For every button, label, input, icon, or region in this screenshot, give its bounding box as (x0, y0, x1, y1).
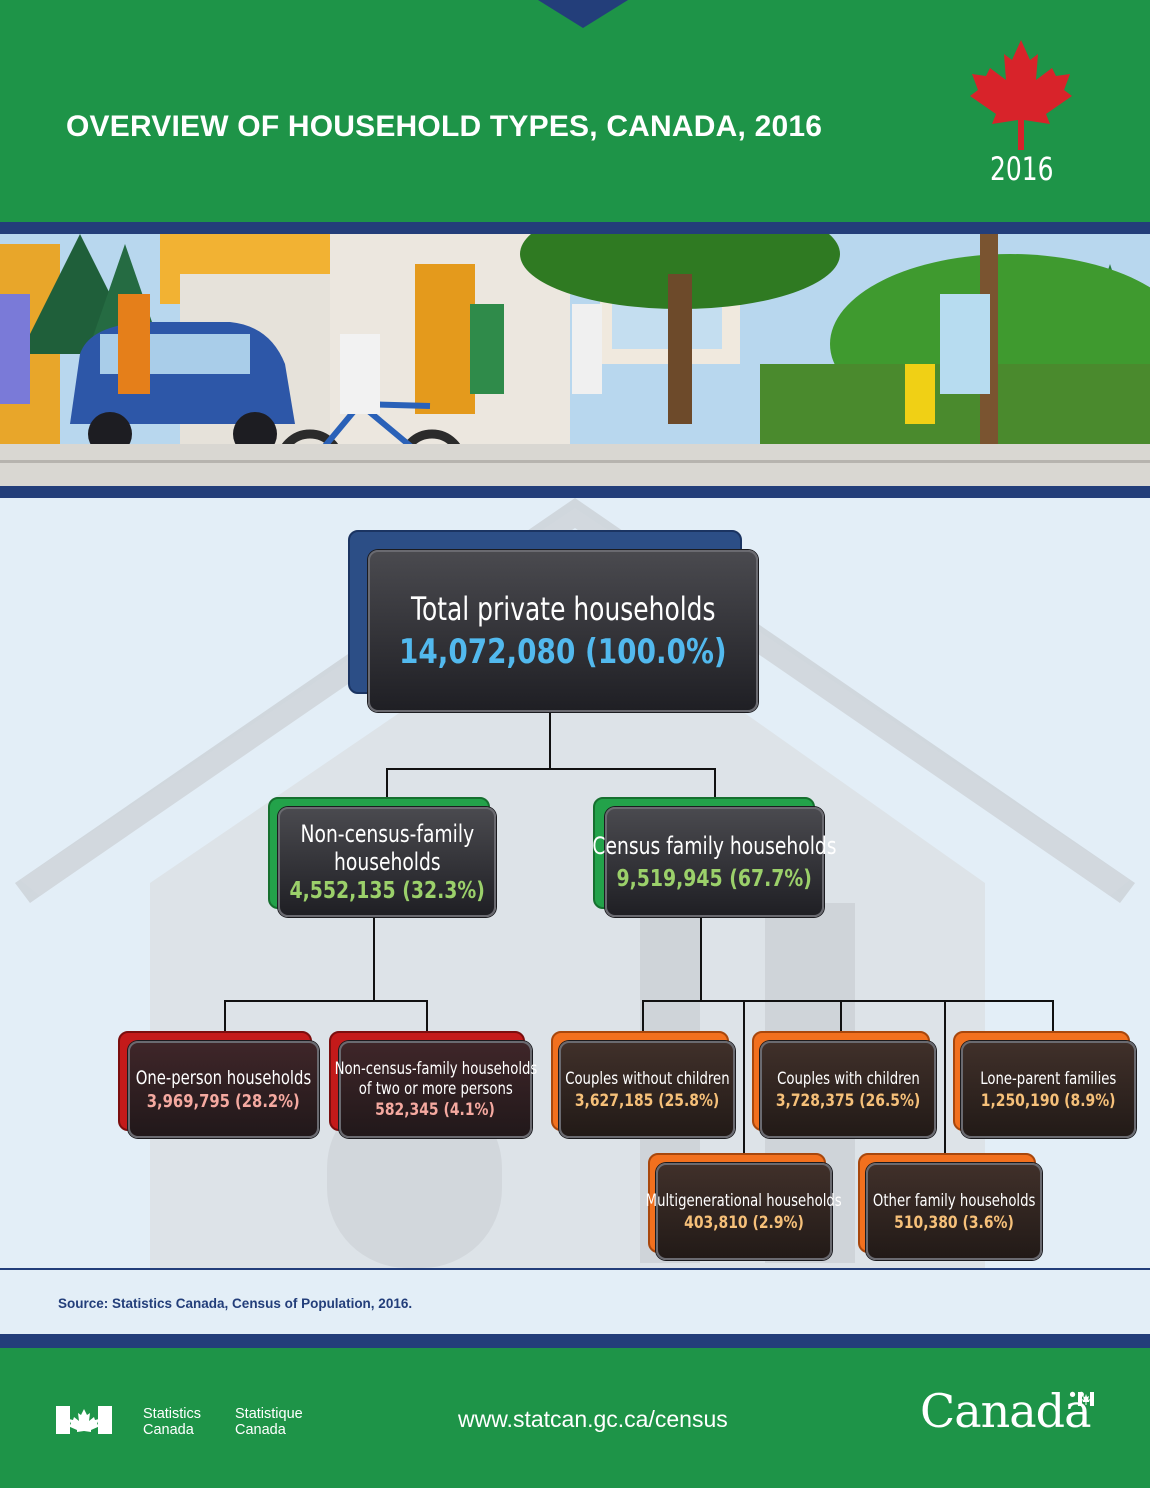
connector-census-up (714, 768, 716, 798)
non-census-two-or-more-box: Non-census-family households of two or m… (329, 1031, 537, 1140)
lone-parent-families-box: Lone-parent families 1,250,190 (8.9%) (953, 1031, 1138, 1140)
header (0, 0, 1150, 222)
census-family-households-value: 9,519,945 (67.7%) (616, 866, 813, 892)
agency-fr-line1: Statistique (235, 1406, 303, 1422)
connector-non-census-down (373, 918, 375, 1002)
census-logo-year: 2016 (990, 150, 1054, 188)
lone-parent-families-label: Lone-parent families (980, 1068, 1117, 1089)
multigenerational-households-label: Multigenerational households (645, 1190, 843, 1211)
total-private-households-box: Total private households 14,072,080 (100… (348, 530, 760, 714)
non-census-family-households-label-line1: Non-census-family (300, 820, 474, 848)
other-family-households-value: 510,380 (3.6%) (894, 1212, 1014, 1233)
couples-without-children-value: 3,627,185 (25.8%) (574, 1090, 720, 1111)
banner-bottom-rule (0, 486, 1150, 498)
connector-couples-without-up (642, 1000, 644, 1032)
census-family-households-label: Census family households (592, 832, 837, 860)
canada-flag-icon (56, 1406, 112, 1434)
wordmark-flag-icon (1078, 1392, 1094, 1406)
neighbourhood-scene-illustration (0, 234, 1150, 486)
total-private-households-label: Total private households (410, 590, 716, 628)
header-notch (538, 0, 628, 28)
couples-without-children-box: Couples without children 3,627,185 (25.8… (551, 1031, 737, 1140)
multigenerational-households-box: Multigenerational households 403,810 (2.… (646, 1153, 842, 1262)
source-divider (0, 1268, 1150, 1270)
connector-non-census-bar (224, 1000, 428, 1002)
couples-without-children-label: Couples without children (564, 1068, 730, 1089)
connector-census-bar (642, 1000, 1054, 1002)
couples-with-children-box: Couples with children 3,728,375 (26.5%) (752, 1031, 938, 1140)
lone-parent-families-value: 1,250,190 (8.9%) (981, 1090, 1116, 1111)
agency-name-english: Statistics Canada (143, 1406, 201, 1438)
one-person-households-box: One-person households 3,969,795 (28.2%) (118, 1031, 321, 1140)
couples-with-children-label: Couples with children (776, 1068, 920, 1089)
non-census-family-households-box: Non-census-family households 4,552,135 (… (268, 797, 498, 919)
non-census-family-households-label-line2: households (333, 848, 441, 876)
connector-couples-with-up (840, 1000, 842, 1032)
multigenerational-households-value: 403,810 (2.9%) (684, 1212, 804, 1233)
non-census-two-or-more-label-line1: Non-census-family households (334, 1059, 537, 1079)
non-census-two-or-more-label-line2: of two or more persons (358, 1079, 513, 1099)
agency-fr-line2: Canada (235, 1422, 286, 1438)
footer (0, 1348, 1150, 1488)
diagram-area (0, 498, 1150, 1334)
connector-level1-bar (386, 768, 716, 770)
connector-root-down (549, 712, 551, 770)
connector-other-family-up (944, 1000, 946, 1154)
non-census-family-households-value: 4,552,135 (32.3%) (289, 878, 485, 904)
one-person-households-label: One-person households (135, 1067, 312, 1089)
connector-non-census-up (386, 768, 388, 798)
connector-census-down (700, 918, 702, 1002)
agency-en-line1: Statistics (143, 1406, 202, 1422)
connector-two-or-more-up (426, 1000, 428, 1032)
connector-multigenerational-up (743, 1000, 745, 1154)
agency-name-french: Statistique Canada (235, 1406, 303, 1438)
page-title: OVERVIEW OF HOUSEHOLD TYPES, CANADA, 201… (66, 110, 823, 143)
connector-one-person-up (224, 1000, 226, 1032)
couples-with-children-value: 3,728,375 (26.5%) (775, 1090, 921, 1111)
source-note: Source: Statistics Canada, Census of Pop… (58, 1296, 413, 1311)
footer-top-rule (0, 1334, 1150, 1348)
census-family-households-box: Census family households 9,519,945 (67.7… (592, 797, 837, 919)
one-person-households-value: 3,969,795 (28.2%) (147, 1091, 300, 1112)
census-maple-leaf-icon (970, 40, 1072, 150)
website-link[interactable]: www.statcan.gc.ca/census (458, 1406, 728, 1432)
connector-lone-parent-up (1052, 1000, 1054, 1032)
non-census-two-or-more-value: 582,345 (4.1%) (375, 1100, 496, 1120)
total-private-households-value: 14,072,080 (100.0%) (399, 632, 727, 672)
canada-wordmark: Canadä (920, 1384, 1092, 1438)
banner-top-rule (0, 222, 1150, 234)
agency-en-line2: Canada (143, 1422, 194, 1438)
other-family-households-label: Other family households (872, 1190, 1036, 1211)
other-family-households-box: Other family households 510,380 (3.6%) (858, 1153, 1044, 1262)
